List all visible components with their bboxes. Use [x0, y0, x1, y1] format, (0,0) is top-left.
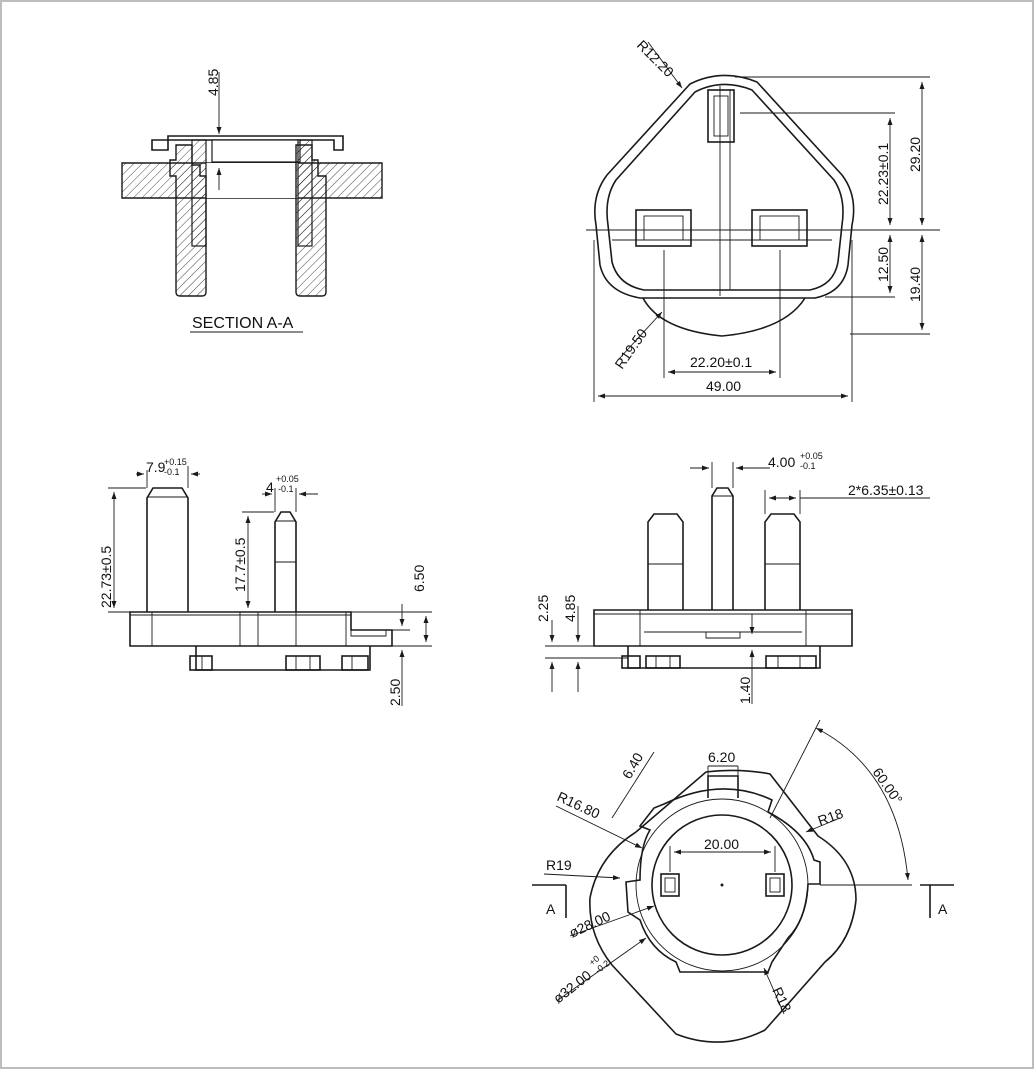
dim-section-depth: 4.85 — [205, 69, 221, 96]
dim-bottom-r19: R19 — [546, 857, 572, 873]
dim-left-earth-width: 4 — [266, 479, 274, 495]
dim-right-bottom: 1.40 — [737, 677, 753, 704]
dim-front-radius-top: R12.20 — [634, 37, 677, 80]
dim-bottom-dia-outer-tol-upper: +0 — [587, 953, 601, 967]
dim-front-top-height: 22.23±0.1 — [875, 143, 891, 205]
dim-left-pin-tol-upper: +0.15 — [164, 457, 187, 467]
dim-left-earth-tol-upper: +0.05 — [276, 474, 299, 484]
side-view-left: 22.73±0.5 17.7±0.5 7.9 +0.15 -0.1 4 +0.0… — [98, 457, 432, 706]
side-view-right: 4.00 +0.05 -0.1 2*6.35±0.13 2.25 4.85 1.… — [535, 451, 930, 704]
dim-left-pin-width: 7.9 — [146, 459, 166, 475]
dim-front-radius-bottom: R19.50 — [611, 325, 650, 371]
dim-front-pin-spacing: 22.20±0.1 — [690, 354, 752, 370]
dim-bottom-dia-outer: ø32.00 — [550, 967, 594, 1007]
dim-right-pin-pitch: 2*6.35±0.13 — [848, 482, 924, 498]
dim-front-total-height: 29.20 — [907, 137, 923, 172]
section-marker-right: A — [938, 901, 948, 917]
dim-front-width: 49.00 — [706, 378, 741, 394]
dim-left-earth-height: 17.7±0.5 — [232, 537, 248, 592]
dim-right-pin-width: 4.00 — [768, 454, 795, 470]
section-view: 4.85 SECTION A-A — [121, 69, 383, 333]
dim-left-pin-tol-lower: -0.1 — [164, 467, 180, 477]
section-title: SECTION A-A — [192, 315, 294, 332]
dim-right-pin-tol-lower: -0.1 — [800, 461, 816, 471]
dim-left-earth-tol-lower: -0.1 — [278, 484, 294, 494]
dim-front-lower-height: 12.50 — [875, 247, 891, 282]
dim-bottom-r-bottom: R18 — [769, 985, 794, 1015]
dim-bottom-slot-width: 6.20 — [708, 749, 735, 765]
dim-right-pin-tol-upper: +0.05 — [800, 451, 823, 461]
dim-bottom-slot-depth: 6.40 — [619, 750, 647, 782]
dim-bottom-pin-spacing: 20.00 — [704, 836, 739, 852]
section-marker-left: A — [546, 901, 556, 917]
front-view: 22.23±0.1 29.20 12.50 19.40 R12.20 R19.5… — [586, 37, 940, 402]
bottom-view: 20.00 6.20 6.40 R16.80 R19 R18 60.00° A … — [532, 719, 954, 1043]
dim-left-pin-height: 22.73±0.5 — [98, 546, 114, 608]
dim-left-bottom-offset: 2.50 — [387, 679, 403, 706]
dim-right-step-b: 4.85 — [562, 595, 578, 622]
dim-bottom-r-outer-right: R18 — [816, 805, 846, 829]
dim-front-bottom-height: 19.40 — [907, 267, 923, 302]
dim-left-base-height: 6.50 — [411, 565, 427, 592]
dim-right-step-a: 2.25 — [535, 595, 551, 622]
